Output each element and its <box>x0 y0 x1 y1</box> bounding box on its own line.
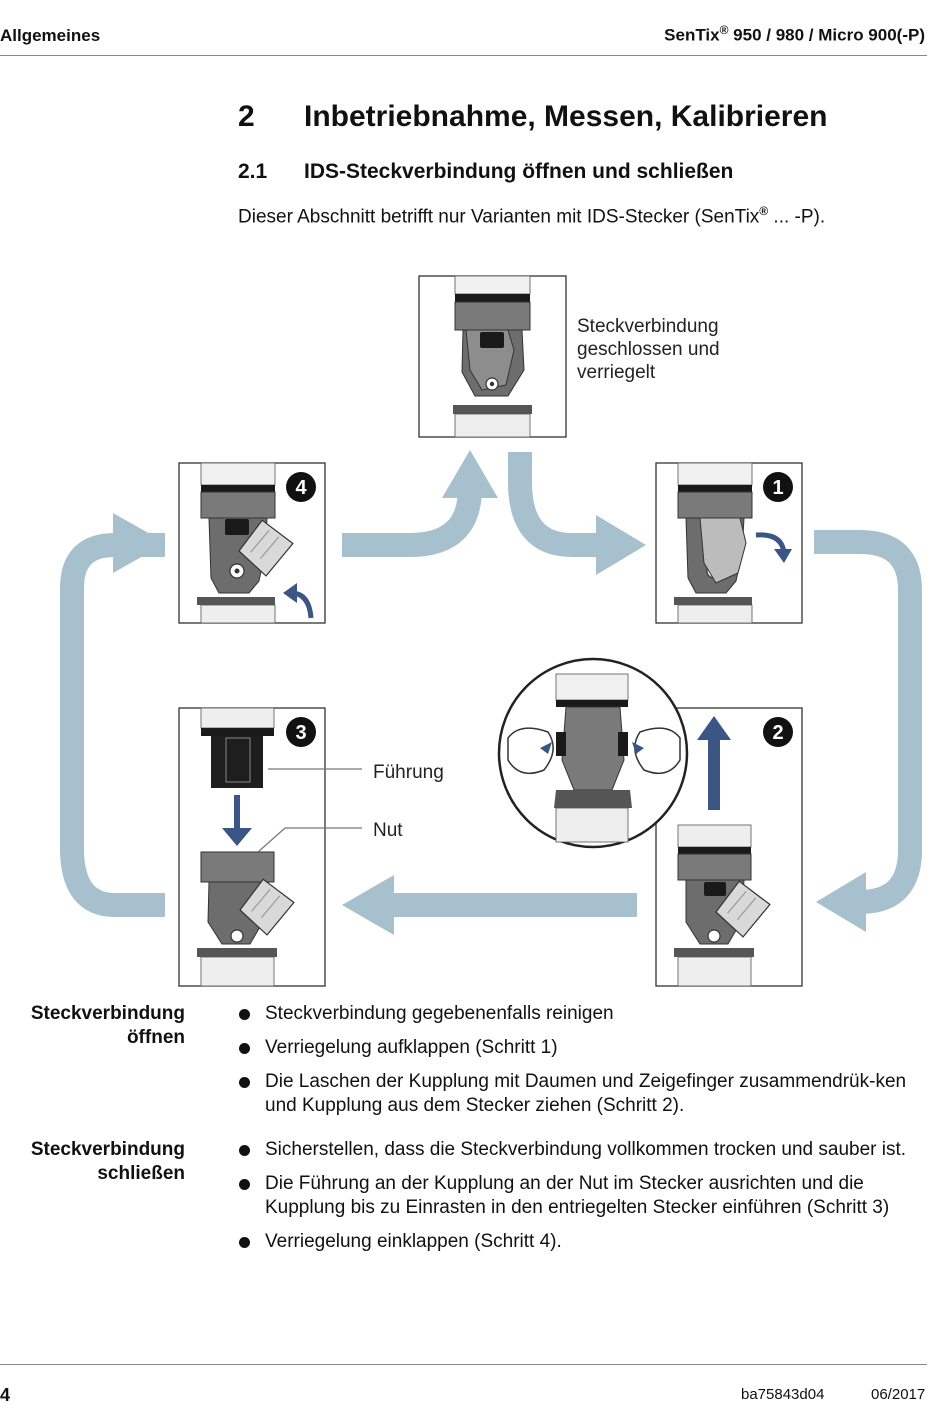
open-steps: Steckverbindung gegebenenfalls reinigen … <box>238 1002 938 1128</box>
step-badge-2: 2 <box>763 717 793 747</box>
label-groove: Nut <box>373 820 403 841</box>
step-badge-3: 3 <box>286 717 316 747</box>
section-title: IDS-Steckverbindung öffnen und schließen <box>304 160 734 183</box>
chapter-title: Inbetriebnahme, Messen, Kalibrieren <box>304 100 828 133</box>
page-number: 4 <box>0 1385 11 1405</box>
header-product: SenTix® 950 / 980 / Micro 900(-P) <box>664 23 925 46</box>
section-number: 2.1 <box>238 160 268 183</box>
label-guide: Führung <box>373 762 444 783</box>
registered-mark: ® <box>719 23 729 37</box>
footer-rule <box>0 1364 927 1365</box>
list-item: Verriegelung einklappen (Schritt 4). <box>238 1230 938 1254</box>
product-name: SenTix <box>664 25 720 45</box>
svg-text:2: 2 <box>772 722 783 744</box>
list-item: Verriegelung aufklappen (Schritt 1) <box>238 1036 938 1060</box>
list-item: Sicherstellen, dass die Steckverbindung … <box>238 1138 938 1162</box>
leader-groove <box>257 827 362 853</box>
step-badge-1: 1 <box>763 472 793 502</box>
chapter-number: 2 <box>238 100 255 133</box>
ids-connector-diagram: Steckverbindung geschlossen und verriege… <box>60 275 922 987</box>
device-step-3 <box>178 707 326 987</box>
product-models: 950 / 980 / Micro 900(-P) <box>728 25 925 45</box>
device-step-4 <box>178 462 326 624</box>
header-rule <box>0 55 927 56</box>
caption-closed-locked: Steckverbindung geschlossen und verriege… <box>577 316 725 383</box>
step-badge-4: 4 <box>286 472 316 502</box>
svg-text:4: 4 <box>295 477 307 499</box>
device-step-1 <box>655 462 803 624</box>
flow-arrow-heads <box>113 450 866 935</box>
list-item: Die Laschen der Kupplung mit Daumen und … <box>238 1070 938 1118</box>
doc-date: 06/2017 <box>871 1386 926 1403</box>
list-item: Die Führung an der Kupplung an der Nut i… <box>238 1172 938 1220</box>
svg-text:3: 3 <box>295 722 306 744</box>
svg-text:1: 1 <box>772 477 783 499</box>
header-section: Allgemeines <box>0 26 101 45</box>
zoom-detail-circle <box>497 657 689 849</box>
intro-text: Dieser Abschnitt betrifft nur Varianten … <box>238 204 826 228</box>
doc-id: ba75843d04 <box>741 1386 825 1403</box>
list-item: Steckverbindung gegebenenfalls reinigen <box>238 1002 938 1026</box>
close-steps: Sicherstellen, dass die Steckverbindung … <box>238 1138 938 1264</box>
device-closed-locked <box>418 275 567 438</box>
